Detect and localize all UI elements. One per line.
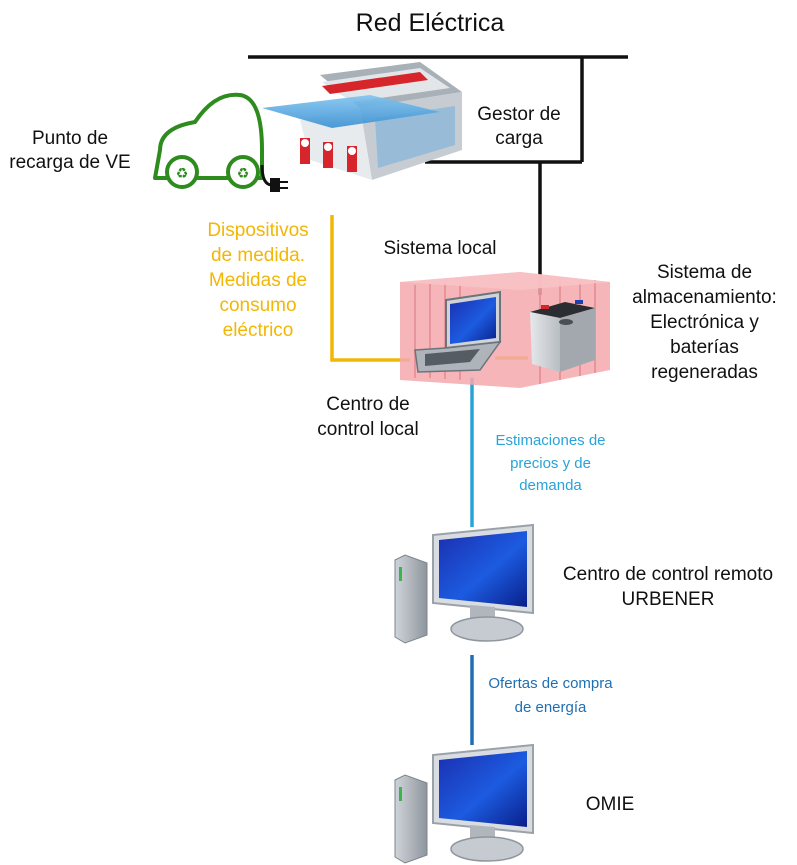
svg-text:♻: ♻ (237, 166, 250, 182)
purchase-offers-label: Ofertas de compra de energía (488, 675, 613, 716)
metering-line (330, 215, 410, 362)
local-system-label: Sistema local (383, 238, 497, 259)
price-estimates-label: Estimaciones de precios y de demanda (495, 432, 606, 494)
laptop-icon (414, 290, 502, 373)
remote-control-center-label: Centro de control remoto URBENER (562, 564, 774, 610)
charge-manager-label: Gestor de carga (477, 104, 561, 149)
ev-point-label: Punto de recarga de VE (9, 128, 131, 173)
metering-devices-label: Dispositivos de medida. Medidas de consu… (207, 220, 309, 342)
diagram-title: Red Eléctrica (355, 9, 505, 37)
gas-station-icon (262, 62, 462, 180)
battery-icon (530, 300, 595, 372)
power-grid-lines (248, 55, 628, 295)
omie-label: OMIE (585, 794, 635, 815)
ev-car-icon: ♻ ♻ (153, 92, 288, 192)
storage-system-label: Sistema de almacenamiento: Electrónica y… (632, 262, 777, 384)
svg-text:♻: ♻ (176, 166, 189, 182)
desktop-computer-icon (394, 523, 534, 644)
local-control-center-label: Centro de control local (317, 394, 419, 441)
desktop-computer-icon-omie (394, 743, 534, 864)
